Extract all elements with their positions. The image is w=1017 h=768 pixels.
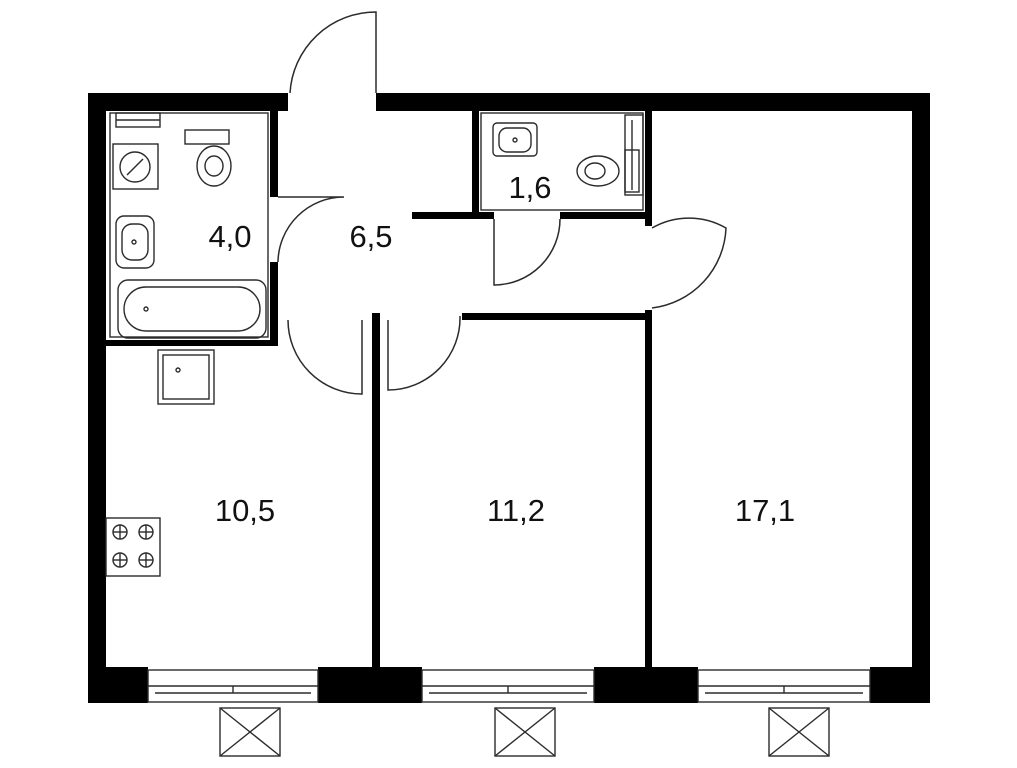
wall-top-right	[376, 93, 930, 111]
bathtub-icon	[117, 279, 267, 339]
bath-wall-right-lower	[270, 262, 278, 346]
doors	[277, 11, 727, 395]
stove-icon	[105, 517, 161, 577]
interior-walls	[106, 111, 652, 667]
living-wall-left-lower	[645, 310, 652, 667]
toilet-wall-stub	[412, 212, 479, 219]
bathroom-fixtures	[109, 112, 269, 339]
toilet-icon	[184, 129, 232, 187]
wall-bottom-4	[870, 667, 930, 703]
washing-machine-icon	[112, 143, 159, 190]
living-wall-left-upper	[645, 111, 652, 226]
wall-bottom-3	[594, 667, 698, 703]
wall-top-left	[88, 93, 288, 111]
toilet-door-icon	[493, 218, 561, 286]
bedroom-area-label: 11,2	[487, 493, 545, 528]
window-icon	[147, 669, 319, 703]
toilet-wall-bottom-b	[560, 212, 652, 219]
entrance-door-icon	[289, 11, 377, 94]
bathroom-door-icon	[277, 196, 345, 263]
bath-wall-right-upper	[270, 111, 278, 197]
wall-right	[912, 93, 930, 703]
toilet-icon	[576, 149, 640, 193]
hallway-area-label: 6,5	[349, 219, 392, 254]
fridge-icon	[157, 349, 215, 405]
kitchen-fixtures	[105, 349, 215, 577]
balcony-icon	[768, 707, 830, 757]
living-door-icon	[651, 217, 727, 309]
window-icon	[697, 669, 871, 703]
bathroom-inner-frame	[109, 112, 269, 338]
sink-icon	[115, 215, 155, 269]
shower-icon	[624, 114, 644, 196]
wall-bottom-2	[318, 667, 422, 703]
balconies	[219, 707, 830, 757]
toilet-wall-left	[472, 111, 479, 219]
bathroom-area-label: 4,0	[208, 219, 251, 254]
wall-bottom-1	[88, 667, 148, 703]
kitchen-bedroom-wall	[372, 313, 380, 667]
bedroom-door-icon	[387, 315, 461, 391]
wall-left	[88, 93, 106, 703]
area-labels: 4,0 6,5 1,6 10,5 11,2 17,1	[208, 170, 795, 528]
living-room-area-label: 17,1	[735, 493, 795, 528]
bath-wall-bottom	[106, 340, 278, 346]
windows	[147, 669, 871, 703]
window-icon	[421, 669, 595, 703]
toilet-area-label: 1,6	[508, 170, 551, 205]
balcony-icon	[219, 707, 281, 757]
outer-walls	[88, 93, 930, 703]
kitchen-area-label: 10,5	[215, 493, 275, 528]
toilet-wall-bottom-a	[472, 212, 494, 219]
sink-icon	[492, 122, 538, 157]
kitchen-door-icon	[287, 319, 363, 395]
bedroom-wall-top	[462, 313, 652, 320]
toilet-room-fixtures	[480, 112, 644, 211]
balcony-icon	[494, 707, 556, 757]
